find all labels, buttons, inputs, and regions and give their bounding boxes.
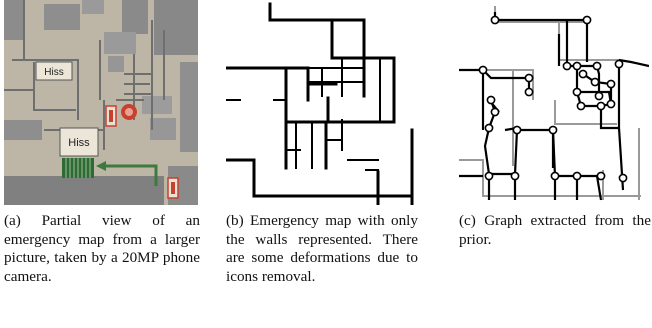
- graph-node: [486, 95, 496, 105]
- graph-node: [606, 99, 616, 109]
- extracted-graph: [459, 0, 649, 205]
- graph-node: [484, 171, 494, 181]
- graph-node: [572, 171, 582, 181]
- graph-node: [548, 125, 558, 135]
- graph-node: [596, 171, 606, 181]
- graph-node: [484, 123, 494, 133]
- evacuation-arrow: [104, 164, 158, 186]
- caption-c: (c) Graph extracted from the prior.: [459, 212, 651, 248]
- graph-node: [562, 61, 572, 71]
- graph-panel: [459, 0, 649, 205]
- graph-node: [550, 171, 560, 181]
- graph-node: [592, 61, 602, 71]
- graph-node: [478, 65, 488, 75]
- caption-a: (a) Partial view of an emergency map fro…: [4, 212, 200, 285]
- graph-node: [594, 91, 604, 101]
- graph-node: [572, 87, 582, 97]
- emergency-map-photo: Hiss Hiss: [4, 0, 198, 205]
- wall-map: [226, 0, 416, 205]
- caption-b: (b) Emergency map with only the walls re…: [226, 212, 418, 285]
- graph-node: [572, 61, 582, 71]
- room-label: Hiss: [68, 137, 90, 149]
- graph-node: [510, 171, 520, 181]
- graph-node: [578, 69, 588, 79]
- graph-node: [596, 101, 606, 111]
- graph-node: [582, 15, 592, 25]
- graph-node: [524, 73, 534, 83]
- graph-node: [590, 77, 600, 87]
- room-label: Hiss: [44, 67, 63, 78]
- graph-node: [524, 87, 534, 97]
- graph-node: [606, 79, 616, 89]
- graph-node: [512, 125, 522, 135]
- walls-panel: [226, 0, 416, 205]
- graph-node: [614, 59, 624, 69]
- graph-node: [490, 107, 500, 117]
- photo-panel: Hiss Hiss: [4, 0, 198, 205]
- graph-node: [618, 173, 628, 183]
- graph-node: [490, 15, 500, 25]
- graph-node: [576, 101, 586, 111]
